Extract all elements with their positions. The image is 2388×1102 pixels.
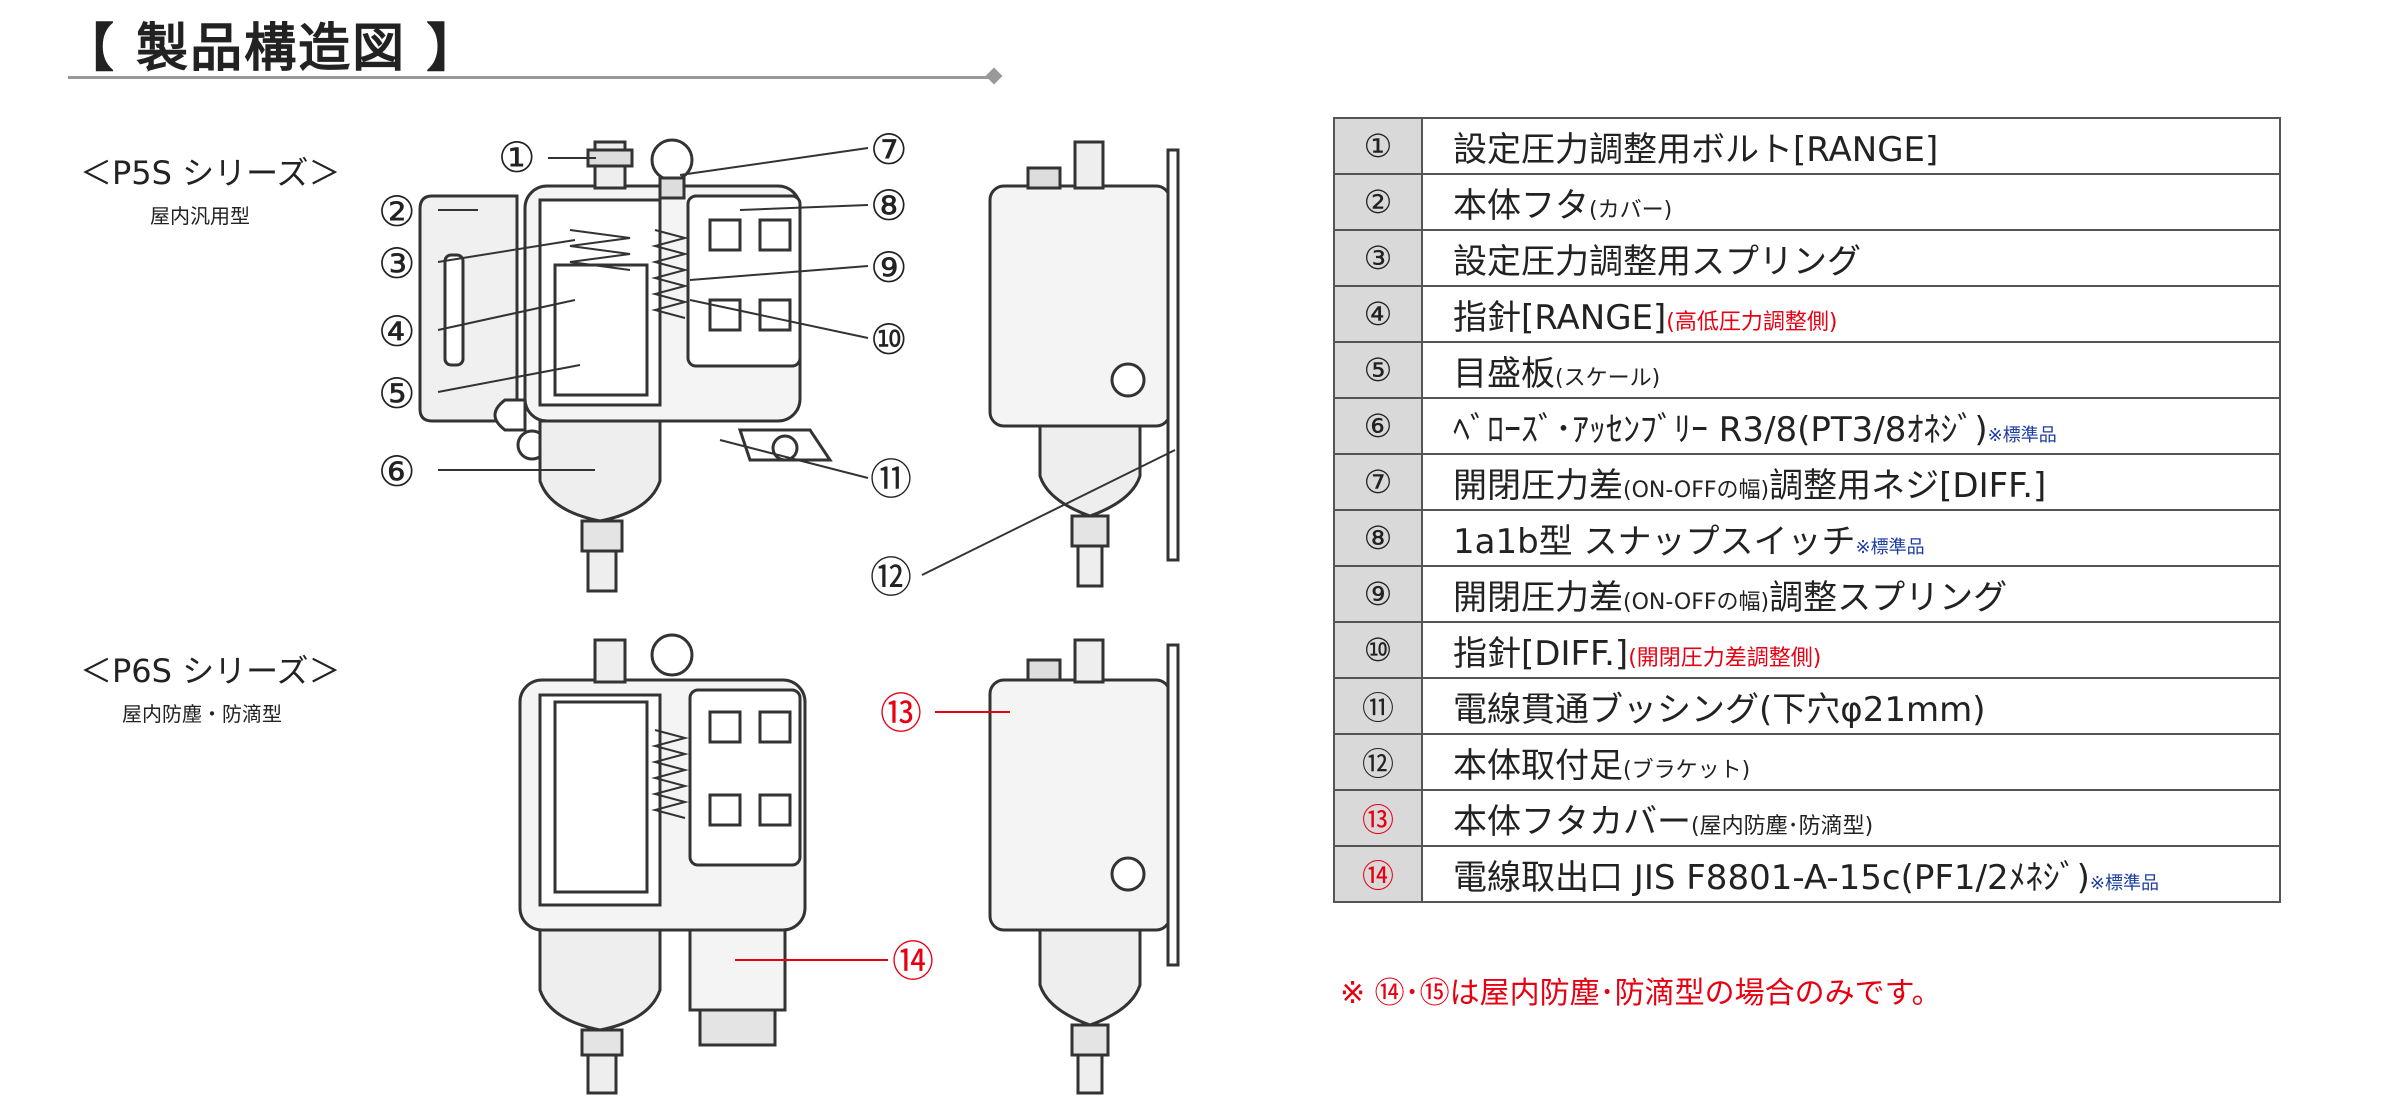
page-title: 【 製品構造図 】 (62, 19, 481, 79)
part-note: (スケール) (1555, 365, 1661, 391)
callout-10: ⑩ (870, 315, 908, 364)
part-red-note: (高低圧力調整側) (1666, 309, 1838, 335)
part-description: 設定圧力調整用スプリング (1421, 229, 2281, 287)
part-name: 開閉圧力差 (1453, 465, 1623, 506)
part-number: ② (1333, 173, 1423, 231)
part-number: ⑦ (1333, 453, 1423, 511)
part-note: (屋内防塵･防滴型) (1691, 813, 1874, 839)
callout-numbers: ① ② ③ ④ ⑤ ⑥ ⑦ ⑧ ⑨ ⑩ ⑪ ⑫ ⑬ ⑭ (378, 125, 934, 986)
part-description: 1a1b型 スナップスイッチ※標準品 (1421, 509, 2281, 567)
title-divider (68, 76, 996, 79)
part-number: ⑭ (1333, 845, 1423, 903)
part-description: 電線取出口 JIS F8801-A-15c(PF1/2ﾒﾈｼﾞ)※標準品 (1421, 845, 2281, 903)
part-description: 開閉圧力差(ON-OFFの幅)調整スプリング (1421, 565, 2281, 623)
series-type-p5s: 屋内汎用型 (150, 204, 250, 228)
callout-7: ⑦ (870, 125, 908, 174)
callout-3: ③ (378, 239, 416, 288)
part-name: 目盛板 (1453, 353, 1555, 394)
callout-6: ⑥ (378, 447, 416, 496)
part-description: 本体フタカバー(屋内防塵･防滴型) (1421, 789, 2281, 847)
part-note: (カバー) (1589, 197, 1673, 223)
series-label-p6s: ＜P6S シリーズ＞ (80, 652, 341, 690)
callout-8: ⑧ (870, 181, 908, 230)
part-description: 開閉圧力差(ON-OFFの幅)調整用ネジ[DIFF.] (1421, 453, 2281, 511)
part-note: (ON-OFFの幅) (1623, 477, 1770, 503)
part-name-suffix: 調整用ネジ[DIFF.] (1769, 465, 2047, 506)
part-description: 指針[DIFF.](開閉圧力差調整側) (1421, 621, 2281, 679)
standard-note: ※標準品 (1855, 536, 1925, 558)
part-number: ⑪ (1333, 677, 1423, 735)
part-note: (ON-OFFの幅) (1623, 589, 1770, 615)
callout-5: ⑤ (378, 369, 416, 418)
part-name: 指針[DIFF.] (1453, 633, 1629, 674)
part-name: 指針[RANGE] (1453, 297, 1667, 338)
part-name: ﾍﾞﾛｰｽﾞ･ｱｯｾﾝﾌﾞﾘｰ R3/8(PT3/8ｵﾈｼﾞ) (1453, 409, 1988, 450)
callout-4: ④ (378, 307, 416, 356)
standard-note: ※標準品 (2089, 872, 2159, 894)
callout-12: ⑫ (870, 553, 912, 602)
part-name: 1a1b型 スナップスイッチ (1453, 521, 1856, 562)
series-type-p6s: 屋内防塵・防滴型 (122, 702, 282, 726)
p5s-side-view (988, 140, 1180, 588)
part-name: 本体取付足 (1453, 745, 1623, 786)
part-number: ④ (1333, 285, 1423, 343)
callout-14: ⑭ (892, 937, 934, 986)
p6s-side-view (988, 638, 1180, 1095)
part-note: (ブラケット) (1623, 757, 1751, 783)
part-red-note: (開閉圧力差調整側) (1628, 645, 1822, 671)
part-name-suffix: 調整スプリング (1769, 577, 2008, 618)
p6s-front-view (518, 633, 807, 1095)
callout-13: ⑬ (880, 689, 922, 738)
p5s-front-view (418, 138, 833, 593)
part-name: 設定圧力調整用スプリング (1453, 241, 1861, 282)
part-name: 設定圧力調整用ボルト[RANGE] (1453, 129, 1939, 170)
part-number: ⑩ (1333, 621, 1423, 679)
part-name: 本体フタカバー (1453, 801, 1691, 842)
part-description: 本体取付足(ブラケット) (1421, 733, 2281, 791)
standard-note: ※標準品 (1987, 424, 2057, 446)
part-number: ⑬ (1333, 789, 1423, 847)
part-number: ⑥ (1333, 397, 1423, 455)
table-row: ⑪ 電線貫通ブッシング(下穴φ21mm) (1333, 677, 2281, 735)
callout-9: ⑨ (870, 243, 908, 292)
table-row: ③ 設定圧力調整用スプリング (1333, 229, 2281, 287)
callout-1: ① (498, 133, 536, 182)
part-description: 本体フタ(カバー) (1421, 173, 2281, 231)
callout-2: ② (378, 187, 416, 236)
part-number: ⑤ (1333, 341, 1423, 399)
leader-lines (437, 147, 1176, 961)
part-number: ③ (1333, 229, 1423, 287)
footnote: ※ ⑭･⑮は屋内防塵･防滴型の場合のみです。 (1340, 976, 1942, 1011)
part-description: 電線貫通ブッシング(下穴φ21mm) (1421, 677, 2281, 735)
series-label-p5s: ＜P5S シリーズ＞ (80, 154, 341, 192)
callout-11: ⑪ (870, 455, 912, 504)
part-number: ⑧ (1333, 509, 1423, 567)
part-description: 設定圧力調整用ボルト[RANGE] (1421, 117, 2281, 175)
part-name: 電線取出口 JIS F8801-A-15c(PF1/2ﾒﾈｼﾞ) (1453, 857, 2090, 898)
part-description: 目盛板(スケール) (1421, 341, 2281, 399)
part-number: ⑨ (1333, 565, 1423, 623)
part-name: 開閉圧力差 (1453, 577, 1623, 618)
part-name: 本体フタ (1453, 185, 1589, 226)
part-number: ⑫ (1333, 733, 1423, 791)
part-description: ﾍﾞﾛｰｽﾞ･ｱｯｾﾝﾌﾞﾘｰ R3/8(PT3/8ｵﾈｼﾞ)※標準品 (1421, 397, 2281, 455)
table-row: ① 設定圧力調整用ボルト[RANGE] (1333, 117, 2281, 175)
part-name: 電線貫通ブッシング(下穴φ21mm) (1453, 689, 1986, 730)
structure-drawing: ① ② ③ ④ ⑤ ⑥ ⑦ ⑧ ⑨ ⑩ ⑪ ⑫ ⑬ ⑭ (378, 125, 1180, 1095)
part-description: 指針[RANGE](高低圧力調整側) (1421, 285, 2281, 343)
part-number: ① (1333, 117, 1423, 175)
